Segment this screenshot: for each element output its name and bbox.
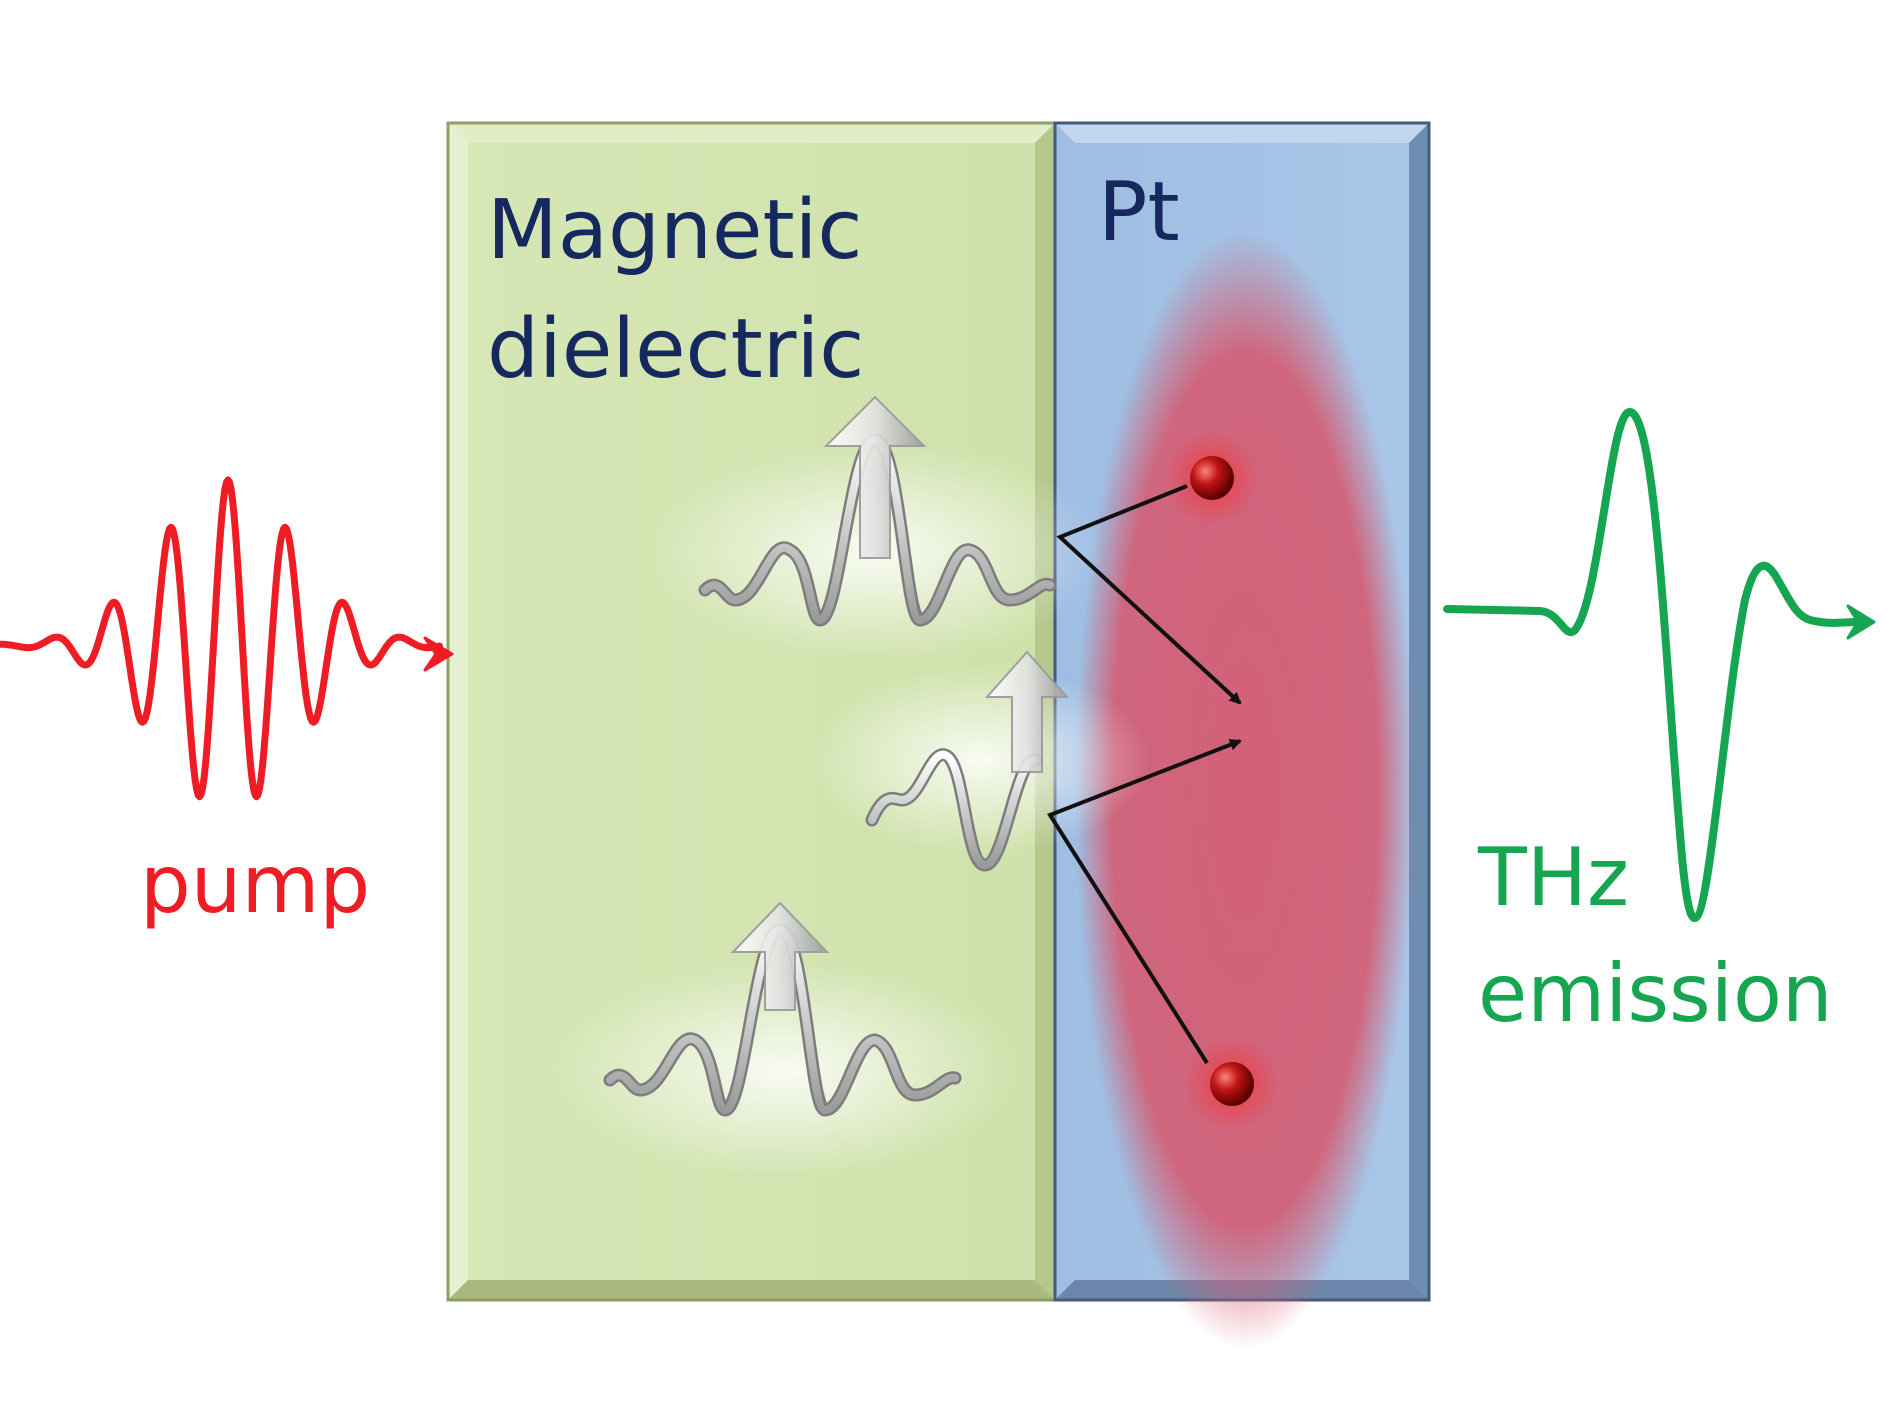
- thz-label-line1: THz: [1478, 831, 1630, 924]
- thz-label-line2: emission: [1478, 947, 1833, 1040]
- spin-wave-middle: [810, 650, 1150, 872]
- spin-arrow-icon: [730, 901, 830, 1011]
- spin-current-region: [1075, 230, 1415, 1350]
- spin-wave-top: [645, 395, 1105, 662]
- scatter-path-bottom: [1047, 739, 1242, 1065]
- thz-pulse: [1443, 408, 1876, 922]
- spin-arrow-icon: [823, 395, 927, 559]
- pt-label: Pt: [1098, 165, 1180, 260]
- thz-emission-label: THz emission: [1478, 820, 1833, 1052]
- scattering-arrows: [1047, 484, 1242, 1065]
- scatter-path-top: [1056, 484, 1242, 705]
- electron-top: [1164, 430, 1260, 526]
- pump-label: pump: [140, 838, 371, 931]
- electron-bottom: [1184, 1036, 1280, 1132]
- pump-pulse: [0, 476, 454, 801]
- spin-arrow-icon: [984, 650, 1070, 773]
- electron-icon: [1210, 1062, 1254, 1106]
- magnetic-dielectric-label: Magnetic dielectric: [487, 172, 864, 410]
- thz-arrowhead: [1846, 604, 1876, 640]
- pump-arrowhead: [423, 636, 454, 672]
- magnetic-label-line1: Magnetic: [487, 183, 863, 278]
- spin-wave-bottom: [555, 901, 1015, 1180]
- electron-icon: [1190, 456, 1234, 500]
- magnetic-label-line2: dielectric: [487, 301, 865, 397]
